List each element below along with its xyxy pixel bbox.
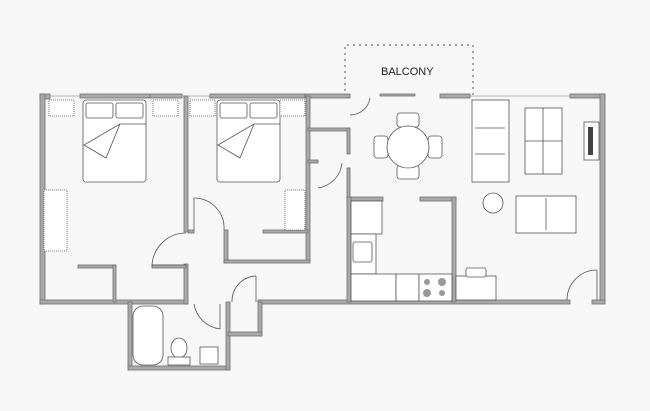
balcony-label: BALCONY [381,66,434,78]
desk [455,275,497,301]
sink [352,241,373,263]
dining-table [386,125,430,169]
toilet [170,337,188,359]
stove [418,273,453,302]
nightstand [48,99,75,117]
nightstand [279,99,306,117]
dresser [43,189,68,252]
sink [199,346,219,365]
living-area [455,99,600,301]
dresser [284,189,306,231]
side-table [482,192,504,214]
dining-area [373,112,443,180]
doors [151,97,598,330]
desk-chair [465,267,487,278]
bed [216,99,281,183]
balcony: BALCONY [344,44,474,97]
walls [39,93,606,371]
bed [82,99,147,183]
nightstand [189,99,216,117]
bathtub [132,305,164,366]
windows [50,93,570,97]
sofa [471,99,510,183]
bedroom-2 [189,99,306,231]
bedroom-1 [43,99,179,252]
bathroom [132,305,219,366]
kitchen [350,200,453,302]
nightstand [152,99,179,117]
